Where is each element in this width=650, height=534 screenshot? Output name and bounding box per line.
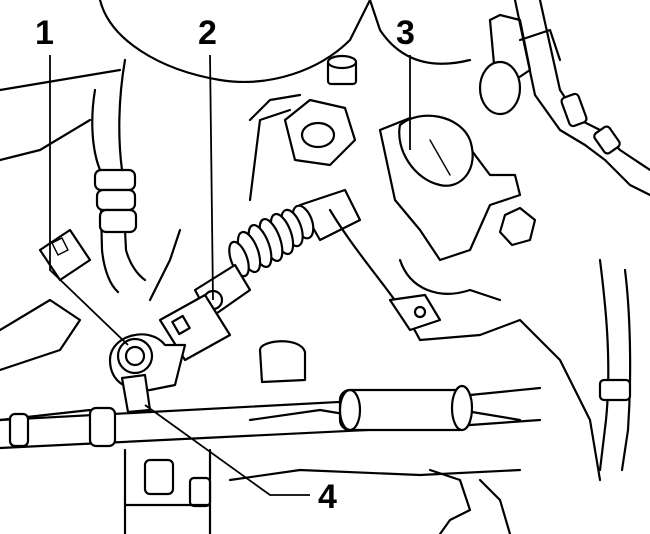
vertical-pipe bbox=[598, 258, 632, 472]
leader-lines bbox=[49, 54, 411, 496]
cable-boot bbox=[228, 188, 362, 278]
bolt-top bbox=[326, 54, 358, 86]
callout-2: 2 bbox=[198, 14, 217, 52]
cylinder-part bbox=[478, 13, 562, 116]
leader-2 bbox=[209, 54, 214, 301]
bottom-bracket bbox=[123, 448, 212, 534]
callout-4: 4 bbox=[318, 478, 337, 516]
leader-4 bbox=[144, 404, 310, 496]
transmission-housing bbox=[228, 208, 602, 534]
callout-3: 3 bbox=[396, 14, 415, 52]
lower-shift-rod bbox=[0, 384, 542, 450]
leader-1 bbox=[49, 55, 129, 346]
cable-bracket bbox=[378, 114, 537, 262]
right-pipe bbox=[513, 0, 650, 197]
coolant-hose bbox=[91, 58, 147, 294]
callout-1: 1 bbox=[35, 14, 54, 52]
selector-lever bbox=[108, 333, 187, 414]
engine-housing-outline bbox=[0, 0, 472, 422]
hex-mount bbox=[283, 98, 357, 167]
